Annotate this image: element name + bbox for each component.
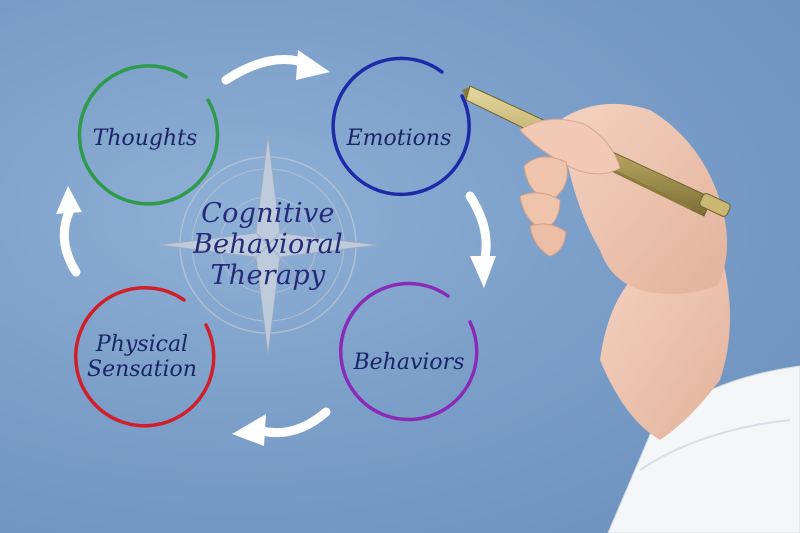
- node-label-behaviors-text: Behaviors: [342, 350, 476, 375]
- arrow-thoughts-to-emotions: [226, 50, 330, 80]
- node-label-thoughts-text: Thoughts: [78, 126, 212, 151]
- arrow-physical-to-thoughts: [56, 186, 82, 272]
- arrow-behaviors-to-physical: [232, 412, 326, 446]
- center-title-line-2: Behavioral: [168, 229, 368, 260]
- arrow-emotions-to-behaviors: [470, 196, 496, 288]
- node-label-thoughts: Thoughts: [78, 126, 212, 151]
- node-label-behaviors: Behaviors: [342, 350, 476, 375]
- center-title-line-1: Cognitive: [168, 198, 368, 229]
- node-label-emotions: Emotions: [332, 126, 466, 151]
- node-label-physical-line-2: Sensation: [72, 357, 212, 382]
- center-title-line-3: Therapy: [168, 260, 368, 291]
- center-title: Cognitive Behavioral Therapy: [168, 198, 368, 291]
- node-label-physical-sensation: Physical Sensation: [72, 332, 212, 383]
- node-label-emotions-text: Emotions: [332, 126, 466, 151]
- hand-holding-pen-image: [462, 86, 800, 533]
- node-label-physical-line-1: Physical: [72, 332, 212, 357]
